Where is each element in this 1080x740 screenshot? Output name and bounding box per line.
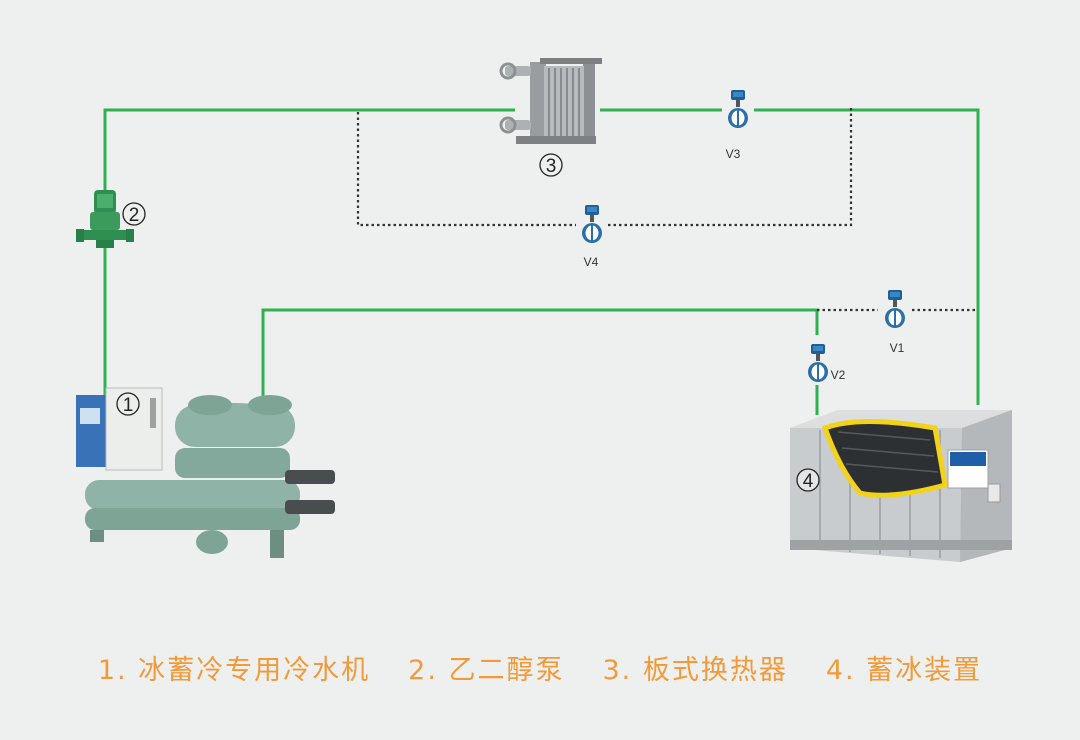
valve-v3-icon xyxy=(728,90,748,128)
valve-v2-label: V2 xyxy=(831,368,846,382)
valve-v4-icon xyxy=(582,205,602,243)
bypass-right xyxy=(608,108,853,227)
dotted-bypass-network xyxy=(356,108,978,312)
legend: 1. 冰蓄冷专用冷水机 2. 乙二醇泵 3. 板式换热器 4. 蓄冰装置 xyxy=(0,648,1080,692)
legend-item-heat-exchanger: 3. 板式换热器 xyxy=(602,655,788,686)
svg-text:4: 4 xyxy=(803,471,814,492)
valve-v1-icon xyxy=(885,290,905,328)
marker-3: 3 xyxy=(539,153,563,177)
valve-v1-label: V1 xyxy=(890,341,905,355)
water-chiller-icon xyxy=(76,387,335,558)
pipe-pump-line xyxy=(103,108,515,395)
ice-storage-tank-icon xyxy=(790,410,1012,562)
legend-item-chiller: 1. 冰蓄冷专用冷水机 xyxy=(97,655,371,686)
svg-text:3: 3 xyxy=(546,156,557,177)
marker-4: 4 xyxy=(796,468,820,492)
marker-2: 2 xyxy=(122,202,146,226)
glycol-pump-icon xyxy=(76,190,134,248)
valve-v3-label: V3 xyxy=(726,147,741,161)
valve-v4-label: V4 xyxy=(584,255,599,269)
valve-v2-icon xyxy=(808,344,828,382)
pipe-v3-to-tank xyxy=(754,108,980,405)
svg-text:2: 2 xyxy=(129,205,140,226)
svg-text:1: 1 xyxy=(123,395,134,416)
legend-item-pump: 2. 乙二醇泵 xyxy=(408,655,565,686)
pipe-chiller-to-v2 xyxy=(261,308,819,400)
legend-item-ice-tank: 4. 蓄冰装置 xyxy=(825,655,983,686)
green-pipe-network xyxy=(103,108,980,415)
marker-1: 1 xyxy=(116,392,140,416)
plate-heat-exchanger-icon xyxy=(499,58,602,144)
